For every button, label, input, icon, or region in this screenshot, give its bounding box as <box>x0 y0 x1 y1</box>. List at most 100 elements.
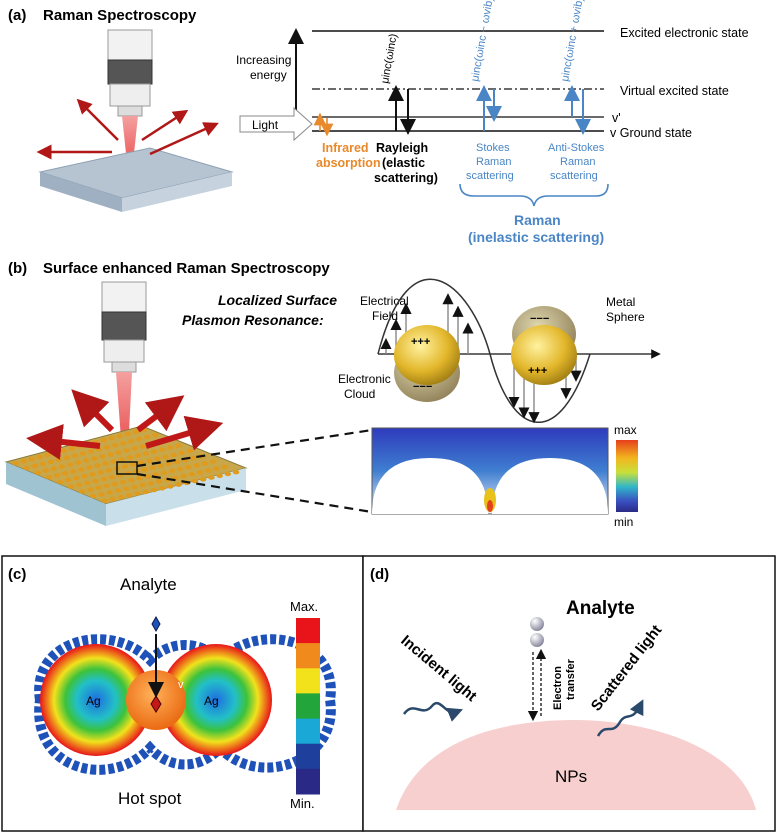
nanoparticle-dot <box>63 455 71 460</box>
nanoparticle-dot <box>98 492 105 497</box>
panel-c-label: (c) <box>8 566 26 583</box>
nanoparticle-dot <box>12 461 19 466</box>
nanoparticle-dot <box>124 431 131 437</box>
nanoparticle-dot <box>65 477 72 483</box>
nanoparticle-dot <box>128 439 135 444</box>
nanoparticle-dot <box>209 459 217 464</box>
rayleigh-line3: scattering) <box>374 171 438 185</box>
nanoparticle-dot <box>94 463 101 468</box>
minus-charge-left: −−− <box>413 381 432 393</box>
nanoparticle-dot <box>58 464 66 469</box>
zoom-line-bottom <box>136 472 373 514</box>
nanoparticle-dot <box>185 465 192 470</box>
nanoparticle-dot <box>91 456 98 461</box>
nanoparticle-dot <box>110 459 117 464</box>
increasing-energy-line1: Increasing <box>236 53 291 67</box>
nanoparticle-dot <box>213 466 220 471</box>
lspr-line1: Localized Surface <box>218 292 337 308</box>
nanoparticle-dot <box>144 474 151 479</box>
stokes-line2: Raman <box>476 156 511 168</box>
electron-line2: transfer <box>565 658 577 700</box>
nanoparticle-dot <box>170 452 177 458</box>
field-map-b <box>371 427 609 515</box>
nanoparticle-dot <box>193 463 200 468</box>
nanoparticle-dot <box>191 478 199 484</box>
nanoparticle-dot <box>136 476 143 481</box>
nanoparticle-dot <box>50 466 58 471</box>
nanoparticle-dot <box>115 450 122 455</box>
nanoparticle-dot <box>150 487 158 493</box>
panel-b-label: (b) <box>8 260 27 277</box>
nanoparticle-dot <box>68 446 75 451</box>
scatter-arrows-a <box>36 98 219 160</box>
nanoparticle-dot <box>142 451 150 456</box>
rayleigh-formula: μinc(ωinc) <box>379 33 400 85</box>
field-line2: Field <box>372 309 398 323</box>
anti-stokes-arrows <box>564 85 591 135</box>
zoom-box <box>116 461 138 475</box>
panel-a: (a) Raman Spectroscopy <box>8 0 749 245</box>
nanoparticle-dot <box>45 475 53 480</box>
panel-b-title: Surface enhanced Raman Spectroscopy <box>43 260 330 277</box>
colorbar-c-segment <box>296 768 320 795</box>
nanoparticle-dot <box>167 484 174 489</box>
nanoparticle-dot <box>147 481 154 486</box>
scatter-arrows-b <box>26 389 224 460</box>
nanoparticle-dot <box>103 483 111 488</box>
panel-d: (d) Analyte NPs Electron transfer Incide… <box>362 555 776 832</box>
stokes-arrows <box>476 85 502 131</box>
nanoparticle-dot <box>232 470 240 475</box>
nanoparticle-dot <box>89 472 96 477</box>
nanoparticle-dot <box>186 448 194 454</box>
nanoparticle-dot <box>175 482 182 487</box>
nanoparticle-dot <box>160 470 168 475</box>
nanoparticle-dot <box>74 460 82 465</box>
field-line1: Electrical <box>360 294 409 308</box>
infrared-line2: absorption <box>316 156 381 170</box>
ag-particle-left <box>40 644 152 756</box>
metal-sphere-right: −−− +++ <box>511 306 577 385</box>
nanoparticle-dot <box>103 445 111 450</box>
nanoparticle-dot <box>154 456 161 461</box>
panel-c-analyte: Analyte <box>120 575 177 594</box>
field-wave <box>377 278 591 423</box>
anti-stokes-line1: Anti-Stokes <box>548 142 605 154</box>
sers-substrate <box>4 425 248 526</box>
cloud-line1: Electronic <box>338 372 391 386</box>
nanoparticle-dot <box>149 465 156 470</box>
nanoparticle-dot <box>56 479 64 485</box>
colorbar-c-segment <box>296 718 320 745</box>
nanoparticle-dot <box>108 435 115 441</box>
electron-line1: Electron <box>552 666 564 710</box>
nanoparticle-dot <box>66 462 74 467</box>
nanoparticle-dot <box>117 495 125 500</box>
glass-slide-a <box>38 147 234 212</box>
nanoparticle-dot <box>196 470 204 475</box>
nanoparticle-dot <box>34 470 41 475</box>
panel-b: (b) Surface enhanced Raman Spectroscopy … <box>4 260 661 529</box>
panel-a-title: Raman Spectroscopy <box>43 7 197 24</box>
nanoparticle-dot <box>128 478 135 483</box>
panel-d-label: (d) <box>370 566 389 583</box>
nanoparticle-dot <box>224 471 232 477</box>
v-label: v <box>178 679 184 691</box>
molecule-in-hotspot <box>150 695 162 713</box>
nanoparticle-dot <box>152 432 159 438</box>
nanoparticle-dot <box>36 454 43 460</box>
nanoparticle-dot <box>123 448 130 453</box>
ground-state-label: v Ground state <box>610 126 692 140</box>
panel-d-analyte: Analyte <box>566 598 635 619</box>
nanoparticle-dot <box>159 447 166 452</box>
light-arrow: Light <box>239 106 313 142</box>
nanoparticle-dot <box>138 460 145 465</box>
plus-charge-right: +++ <box>528 365 547 377</box>
nanoparticle-dot <box>216 473 223 478</box>
excited-state-label: Excited electronic state <box>620 26 749 40</box>
colorbar-c-segment <box>296 618 320 644</box>
raman-line1: Raman <box>514 212 561 228</box>
nanoparticle-dot <box>90 493 97 499</box>
nanoparticle-dot <box>92 478 99 484</box>
stokes-line1: Stokes <box>476 142 510 154</box>
nanoparticle-dot <box>105 468 113 473</box>
